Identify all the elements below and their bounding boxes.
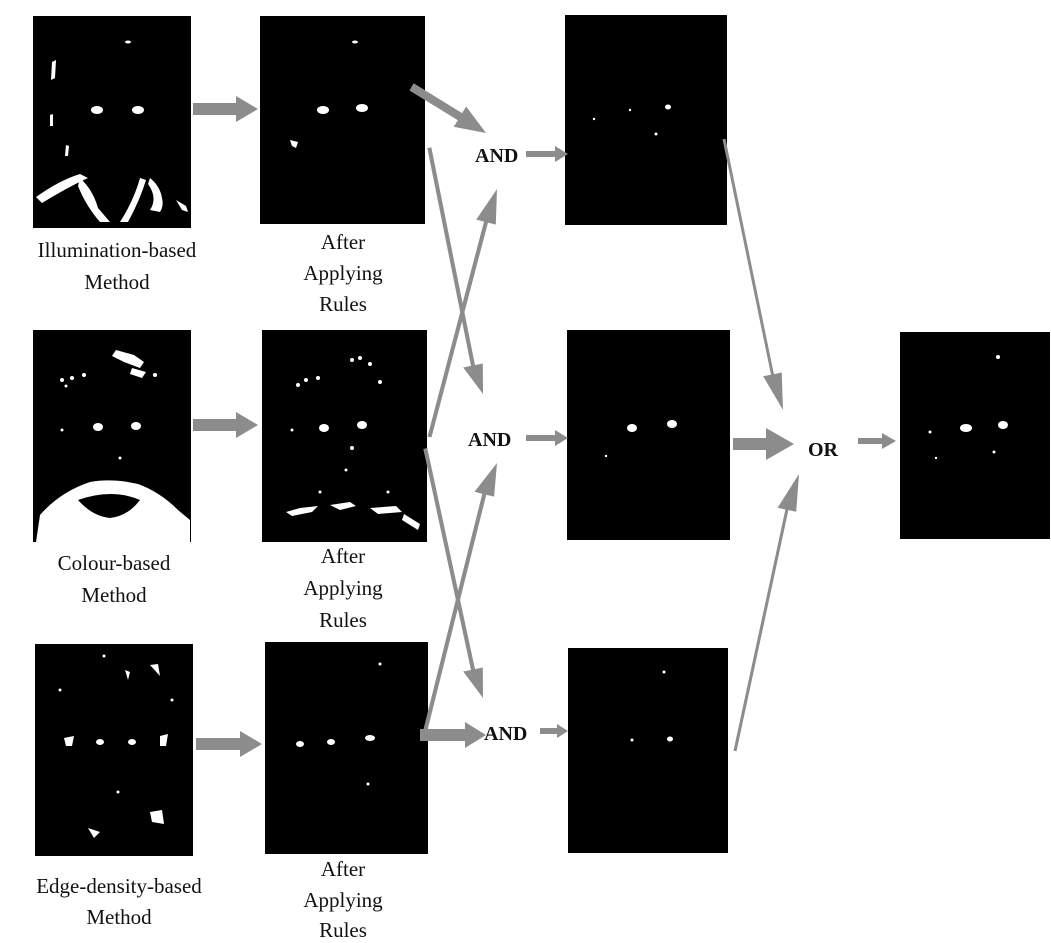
- arrow-result-1-to-or: [722, 138, 783, 411]
- arrow-and-3-to-result: [540, 724, 568, 738]
- arrow-colour-rules-to-and-1: [427, 189, 497, 438]
- panel-and-result-1: [565, 15, 727, 225]
- panel-edge-density-rules: [265, 642, 428, 854]
- blobs-final-or-result: [928, 355, 1008, 460]
- operator-labels: AND AND AND OR: [468, 145, 839, 745]
- caption-rules-1-line1: After: [321, 230, 365, 254]
- and-label-1: AND: [475, 145, 518, 167]
- arrow-and-1-to-result: [526, 146, 568, 162]
- feature-blobs: [36, 40, 1008, 838]
- panel-illumination-rules: [260, 16, 425, 224]
- arrow-edge-to-rules: [196, 731, 262, 757]
- arrow-result-2-to-or: [733, 428, 794, 460]
- and-label-2: AND: [468, 429, 511, 451]
- blobs-colour-method: [36, 350, 190, 542]
- caption-colour-method-line2: Method: [81, 583, 147, 607]
- caption-rules-2-line3: Rules: [319, 608, 367, 632]
- panel-and-result-2: [567, 330, 730, 540]
- caption-rules-1-line3: Rules: [319, 292, 367, 316]
- blobs-and-result-1: [592, 104, 671, 136]
- arrow-colour-to-rules: [193, 412, 258, 438]
- arrow-illumination-to-rules: [193, 96, 258, 122]
- blobs-edge-density-rules: [296, 662, 382, 786]
- panel-illumination-method: [33, 16, 191, 228]
- caption-rules-2-line2: Applying: [303, 576, 383, 600]
- caption-illumination-method-line2: Method: [84, 270, 150, 294]
- caption-rules-3-line1: After: [321, 857, 365, 881]
- panel-final-or-result: [900, 332, 1050, 539]
- blobs-illumination-method: [36, 40, 188, 222]
- blobs-and-result-2: [604, 420, 677, 458]
- panel-edge-density-method: [35, 644, 193, 856]
- blobs-edge-density-method: [58, 654, 174, 838]
- caption-rules-2-line1: After: [321, 544, 365, 568]
- arrow-illumination-rules-to-and-2: [427, 147, 483, 394]
- panel-colour-rules: [262, 330, 427, 542]
- caption-colour-method-line1: Colour-based: [58, 551, 171, 575]
- and-label-3: AND: [484, 723, 527, 745]
- arrow-result-3-to-or: [733, 474, 799, 752]
- caption-rules-3-line3: Rules: [319, 918, 367, 942]
- panel-and-result-3: [568, 648, 728, 853]
- caption-edge-density-method-line1: Edge-density-based: [36, 874, 202, 898]
- blobs-and-result-3: [630, 670, 673, 742]
- caption-illumination-method-line1: Illumination-based: [38, 238, 197, 262]
- blobs-colour-rules: [286, 356, 420, 530]
- arrow-or-to-final: [858, 433, 896, 449]
- captions: Illumination-based Method Colour-based M…: [36, 230, 383, 942]
- caption-rules-3-line2: Applying: [303, 888, 383, 912]
- arrows: [193, 83, 896, 757]
- or-label: OR: [808, 439, 839, 461]
- arrow-edge-rules-to-and-3: [420, 722, 486, 748]
- arrow-edge-rules-to-and-2: [421, 463, 497, 737]
- arrow-illumination-rules-to-and-1: [409, 83, 486, 133]
- caption-rules-1-line2: Applying: [303, 261, 383, 285]
- arrow-colour-rules-to-and-3: [423, 448, 483, 698]
- caption-edge-density-method-line2: Method: [86, 905, 152, 929]
- blobs-illumination-rules: [290, 40, 368, 148]
- arrow-and-2-to-result: [526, 430, 568, 446]
